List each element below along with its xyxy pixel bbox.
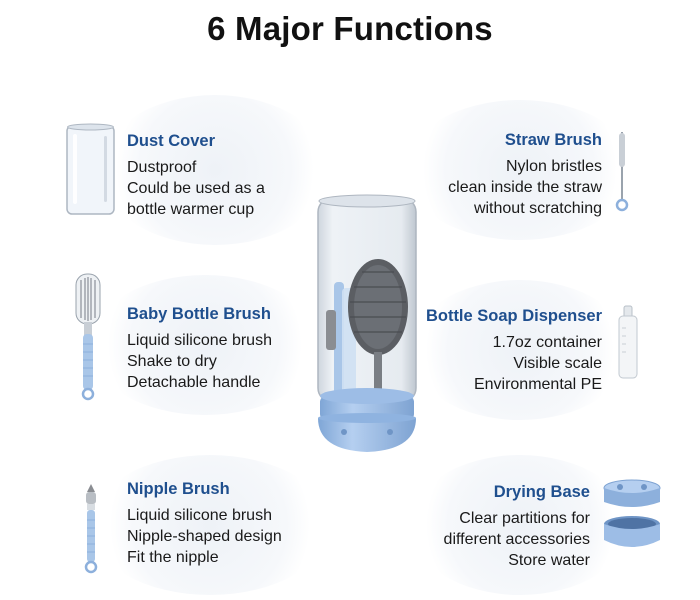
feature-dust-cover: Dust Cover Dustproof Could be used as a …: [127, 132, 265, 220]
background-blob: [410, 455, 630, 595]
page-title: 6 Major Functions: [207, 10, 493, 47]
glass-cup-icon: [66, 123, 115, 215]
background-blob: [90, 455, 330, 595]
feature-title: Nipple Brush: [127, 480, 230, 498]
feature-title: Dust Cover: [127, 132, 216, 150]
background-blob: [90, 275, 320, 415]
feature-line: Visible scale: [513, 355, 602, 372]
feature-line: Store water: [508, 552, 590, 569]
feature-line: Nipple-shaped design: [127, 528, 282, 545]
feature-line: Clear partitions for: [459, 510, 590, 527]
drying-base-icon: [603, 479, 661, 547]
product-bottle-icon: [317, 194, 417, 452]
feature-line: 1.7oz container: [492, 334, 602, 351]
bottle-brush-icon: [75, 273, 101, 401]
feature-line: Detachable handle: [127, 374, 261, 391]
feature-line: Liquid silicone brush: [127, 332, 272, 349]
feature-title: Baby Bottle Brush: [127, 305, 271, 323]
feature-line: bottle warmer cup: [127, 201, 255, 218]
feature-baby-bottle-brush: Baby Bottle Brush Liquid silicone brush …: [127, 305, 272, 393]
background-blob: [405, 100, 635, 240]
feature-line: without scratching: [473, 200, 602, 217]
nipple-brush-icon: [84, 484, 98, 574]
feature-title: Drying Base: [493, 483, 590, 501]
feature-drying-base: Drying Base Clear partitions for differe…: [444, 483, 590, 571]
feature-line: Could be used as a: [127, 180, 265, 197]
soap-dispenser-icon: [618, 305, 638, 379]
feature-nipple-brush: Nipple Brush Liquid silicone brush Nippl…: [127, 480, 282, 568]
feature-title: Bottle Soap Dispenser: [425, 307, 602, 325]
feature-line: clean inside the straw: [448, 179, 602, 196]
straw-brush-icon: [615, 132, 629, 212]
feature-line: Environmental PE: [473, 376, 602, 393]
feature-line: Dustproof: [127, 159, 197, 176]
feature-line: different accessories: [443, 531, 590, 548]
feature-line: Nylon bristles: [505, 158, 602, 175]
feature-straw-brush: Straw Brush Nylon bristles clean inside …: [448, 131, 602, 219]
background-blob: [100, 95, 330, 245]
feature-title: Straw Brush: [504, 131, 602, 149]
feature-line: Shake to dry: [127, 353, 217, 370]
feature-line: Fit the nipple: [127, 549, 219, 566]
feature-line: Liquid silicone brush: [127, 507, 272, 524]
background-blob: [410, 280, 630, 420]
feature-soap-dispenser: Bottle Soap Dispenser 1.7oz container Vi…: [426, 307, 602, 395]
